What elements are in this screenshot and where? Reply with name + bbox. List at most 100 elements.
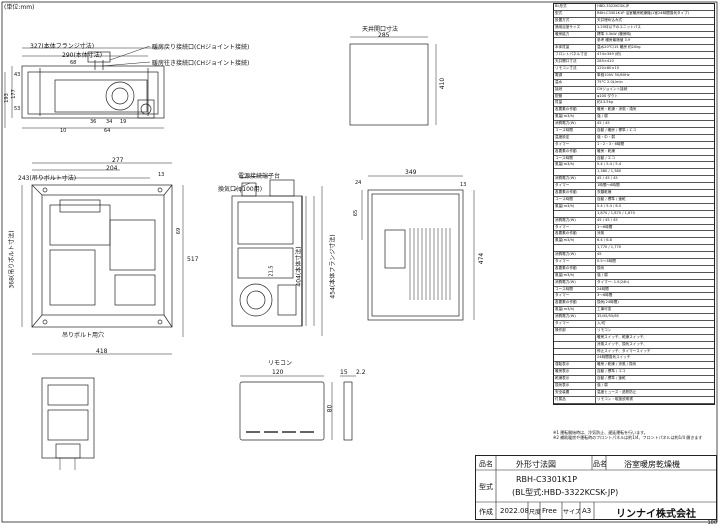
ceiling-opening-height: 410	[439, 77, 447, 90]
side-view	[231, 174, 323, 336]
ceiling-opening-width: 285	[378, 32, 390, 39]
spec-key: リモコン寸法	[554, 66, 596, 72]
remote-height: 80	[326, 404, 334, 413]
spec-value: 0.5〜3時間	[597, 258, 616, 263]
spec-value: 涼風	[597, 231, 605, 236]
spec-value: 5.4 / 5.4 / 6.5	[597, 203, 622, 208]
spec-value: 285×410	[597, 59, 614, 64]
spec-key	[554, 334, 596, 341]
dim-53: 53	[14, 106, 21, 112]
dim-65: 65	[353, 209, 360, 217]
dim-24: 24	[355, 180, 362, 186]
tb-size-value: A3	[582, 507, 592, 515]
spec-row: 参考 暖房最適値 3.9	[554, 38, 714, 46]
spec-value: 単相100V 50/60Hz	[597, 72, 630, 77]
tb-product-value: 浴室暖房乾燥機	[624, 460, 680, 469]
unit-note: (単位:mm)	[4, 4, 35, 11]
dim-454: 454(本体フランジ寸法)	[329, 234, 337, 299]
spec-value: 35/45/55/65	[597, 314, 619, 319]
spec-value: 強・中・弱	[597, 134, 615, 139]
spec-value: 1〜6時間	[597, 224, 613, 229]
spec-key: 電源	[554, 72, 596, 79]
spec-row: 付属品リモコン・取扱説明書	[554, 396, 714, 404]
spec-row: コース時間自動 / 暖房 / 標準 / エコ	[554, 128, 714, 135]
spec-row: 消費電力(W)タイマー: 1.5(24h)	[554, 279, 714, 287]
spec-row: 消費電力(W)45 / 45 / 45	[554, 176, 714, 184]
spec-key: 暖房表示	[554, 369, 596, 376]
spec-value: 474×349 (約)	[597, 52, 622, 57]
spec-value: 暖房・乾燥	[597, 148, 615, 153]
spec-row: 各要素の作動暖房・乾燥・涼風・換気	[554, 107, 714, 115]
title-block-grid	[476, 456, 716, 519]
spec-row: 風量(m3/h)工事可変	[554, 307, 714, 315]
dim-10: 10	[60, 128, 67, 134]
spec-row: 暖房スイッチ、乾燥スイッチ、	[554, 334, 714, 342]
spec-row: 風量(m3/h)5.4 / 5.4 / 5.4	[554, 162, 714, 170]
spec-key: タイマー	[554, 141, 596, 148]
spec-row: 風量(m3/h)6.4 / 6.8	[554, 238, 714, 246]
spec-row: タイマー入/切	[554, 320, 714, 328]
spec-row: 涼風スイッチ、換気スイッチ、	[554, 341, 714, 349]
spec-row: 乾燥表示自動 / 標準 / 速乾	[554, 376, 714, 383]
spec-value: 温度ヒューズ・過熱防止	[597, 389, 637, 394]
spec-row: 温度設定強・中・弱	[554, 134, 714, 142]
spec-key: コース時間	[554, 155, 596, 162]
spec-key: タイマー	[554, 320, 596, 327]
spec-key: タイマー	[554, 224, 596, 231]
spec-key: 設置方式	[554, 17, 596, 24]
remote-title: リモコン	[268, 360, 293, 367]
dim-327: 327(本体フランジ寸法)	[30, 43, 95, 50]
spec-value: 1.25坪以下のユニットバス	[597, 24, 641, 29]
spec-key: フロントパネル寸法	[554, 52, 596, 59]
spec-value: 強 / 弱	[597, 114, 608, 119]
spec-row: 各要素の作動換気	[554, 265, 714, 273]
spec-value: 24時間換気スイッチ	[597, 355, 631, 360]
tb-company: リンナイ株式会社	[616, 509, 696, 520]
spec-key	[554, 355, 596, 362]
spec-row: 風量(m3/h)強 / 弱	[554, 114, 714, 122]
spec-row: 操作部リモコン	[554, 327, 714, 335]
spec-value: 天井埋め込み式	[597, 17, 623, 22]
spec-value: 停止スイッチ、タイマースイッチ	[597, 348, 651, 353]
spec-value: 換気	[597, 265, 605, 270]
spec-row: 風量(m3/h)強 / 弱	[554, 272, 714, 280]
dim-517: 517	[187, 256, 199, 263]
ceiling-opening-title: 天井開口寸法	[362, 26, 399, 33]
spec-key	[554, 341, 596, 348]
spec-key: 消費電力(W)	[554, 217, 596, 224]
spec-value: 3〜6時間	[597, 293, 613, 298]
top-view	[4, 45, 165, 129]
tb-model-value: RBH-C3301K1P	[516, 475, 578, 484]
spec-value: 換気(24時間)	[597, 300, 619, 305]
dim-43: 43	[14, 72, 21, 78]
spec-key: 風量(m3/h)	[554, 307, 596, 314]
spec-row: 安全装置温度ヒューズ・過熱防止	[554, 389, 714, 397]
spec-key: 適用浴室サイズ	[554, 24, 596, 31]
spec-key: 質量	[554, 100, 596, 107]
spec-key: タイマー	[554, 293, 596, 300]
spec-value: 自動 / 標準 / エコ	[597, 369, 626, 374]
spec-value: 暖房スイッチ、乾燥スイッチ、	[597, 334, 647, 339]
spec-key	[554, 210, 596, 217]
spec-key: 消費電力(W)	[554, 314, 596, 320]
spec-key: 温度設定	[554, 134, 596, 141]
spec-note-1: ※1 運転開始時は、冷気防止、遅延運転を行います。	[553, 430, 648, 435]
spec-row: 風量(m3/h)5.4 / 5.4 / 6.5	[554, 203, 714, 211]
spec-value: 45 / 45 / 45	[597, 176, 618, 181]
right-view	[361, 175, 475, 321]
spec-row: 1,770 / 1,770	[554, 245, 714, 253]
spec-key: 本体質量	[554, 45, 596, 52]
tb-model-label: 型式	[479, 483, 493, 491]
spec-value: タイマー: 1.5(24h)	[597, 279, 630, 284]
spec-note-2: ※2 補助暖房や運転時のフロントパネルは約1/4、フロントパネルは約1/4 開き…	[553, 435, 703, 440]
spec-value: 暖房・乾燥・涼風・換気	[597, 107, 637, 112]
spec-key: 各要素の作動	[554, 190, 596, 196]
remote-drawing	[239, 375, 356, 441]
spec-key	[554, 245, 596, 252]
